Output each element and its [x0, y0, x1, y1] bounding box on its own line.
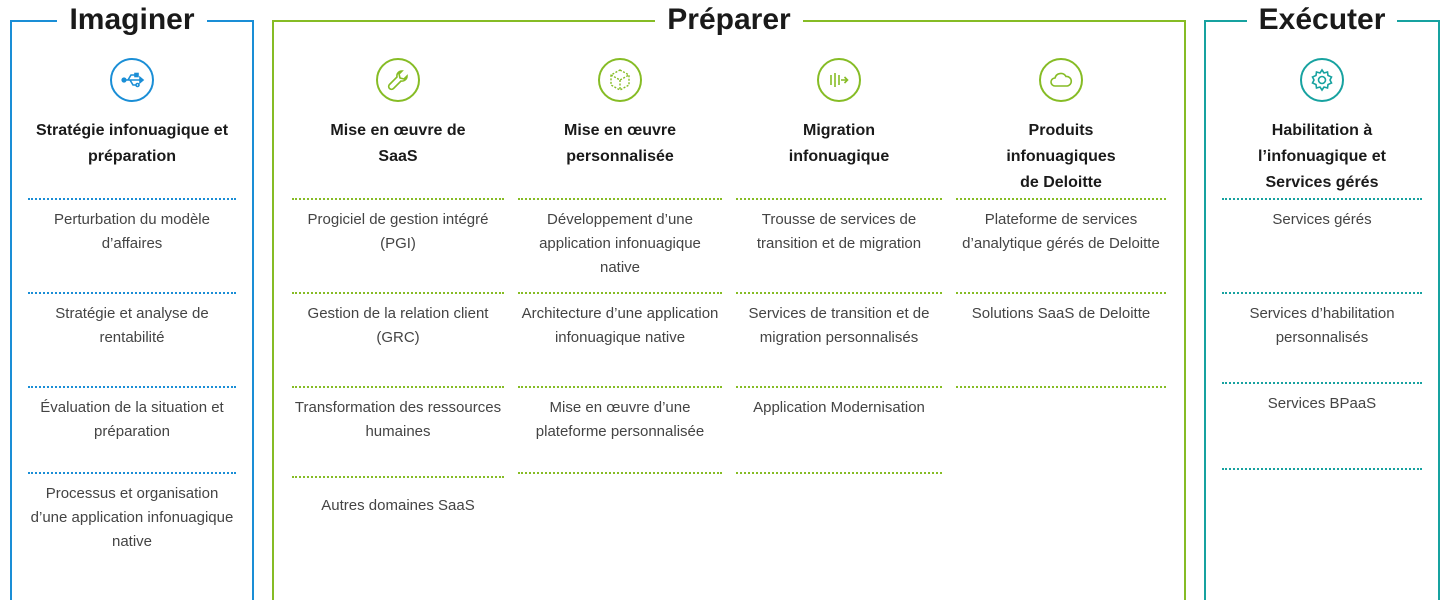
list-item: Perturbation du modèle d’affaires [28, 198, 236, 292]
column-personnalisee: Mise en œuvre personnalisée Développemen… [518, 22, 722, 474]
list-end-divider [956, 386, 1166, 388]
cube-icon [598, 58, 642, 102]
cloud-icon [1039, 58, 1083, 102]
column-title: Migration infonuagique [788, 122, 890, 165]
column-strategie: Stratégie infonuagique et préparation Pe… [12, 22, 252, 550]
column-title: Produits infonuagiques de Deloitte [1006, 122, 1116, 191]
list-end-divider [1222, 468, 1422, 470]
panel-preparer: Préparer Mise en œuvre de SaaS Progiciel… [272, 3, 1186, 600]
list-item: Autres domaines SaaS [292, 476, 504, 556]
list-end-divider [736, 472, 942, 474]
list-item: Plateforme de services d’analytique géré… [956, 198, 1166, 292]
list-item: Services BPaaS [1222, 382, 1422, 468]
column-produits: Produits infonuagiques de Deloitte Plate… [956, 22, 1166, 388]
column-migration: Migration infonuagique Trousse de servic… [736, 22, 942, 474]
list-item: Application Modernisation [736, 386, 942, 472]
gear-icon [1300, 58, 1344, 102]
column-title: Mise en œuvre de SaaS [330, 122, 466, 165]
migration-icon [817, 58, 861, 102]
column-title: Stratégie infonuagique et préparation [36, 122, 229, 165]
list-item: Gestion de la relation client (GRC) [292, 292, 504, 386]
list-item: Évaluation de la situation et préparatio… [28, 386, 236, 472]
list-item: Transformation des ressources humaines [292, 386, 504, 476]
list-item: Services gérés [1222, 198, 1422, 292]
list-item: Processus et organisation d’une applicat… [28, 472, 236, 572]
list-item: Services de transition et de migration p… [736, 292, 942, 386]
column-title: Habilitation à l’infonuagique et Service… [1258, 122, 1386, 191]
list-item: Progiciel de gestion intégré (PGI) [292, 198, 504, 292]
wrench-icon [376, 58, 420, 102]
column-habilitation: Habilitation à l’infonuagique et Service… [1206, 22, 1438, 470]
list-item: Mise en œuvre d’une plateforme personnal… [518, 386, 722, 472]
panel-executer: Exécuter Habilitation à l’infonuagique e… [1204, 3, 1440, 600]
list-item: Architecture d’une application infonuagi… [518, 292, 722, 386]
list-item: Stratégie et analyse de rentabilité [28, 292, 236, 386]
column-saas: Mise en œuvre de SaaS Progiciel de gesti… [292, 22, 504, 514]
panel-title-executer: Exécuter [1246, 3, 1398, 36]
panel-title-preparer: Préparer [655, 3, 803, 36]
list-item: Trousse de services de transition et de … [736, 198, 942, 292]
list-end-divider [518, 472, 722, 474]
list-item: Solutions SaaS de Deloitte [956, 292, 1166, 386]
list-item: Services d’habilitation personnalisés [1222, 292, 1422, 382]
panel-title-imaginer: Imaginer [57, 3, 207, 36]
panel-imaginer: Imaginer Stratégie infonuagique et prépa… [10, 3, 254, 600]
list-item: Développement d’une application infonuag… [518, 198, 722, 292]
usb-icon [110, 58, 154, 102]
column-title: Mise en œuvre personnalisée [563, 122, 677, 165]
